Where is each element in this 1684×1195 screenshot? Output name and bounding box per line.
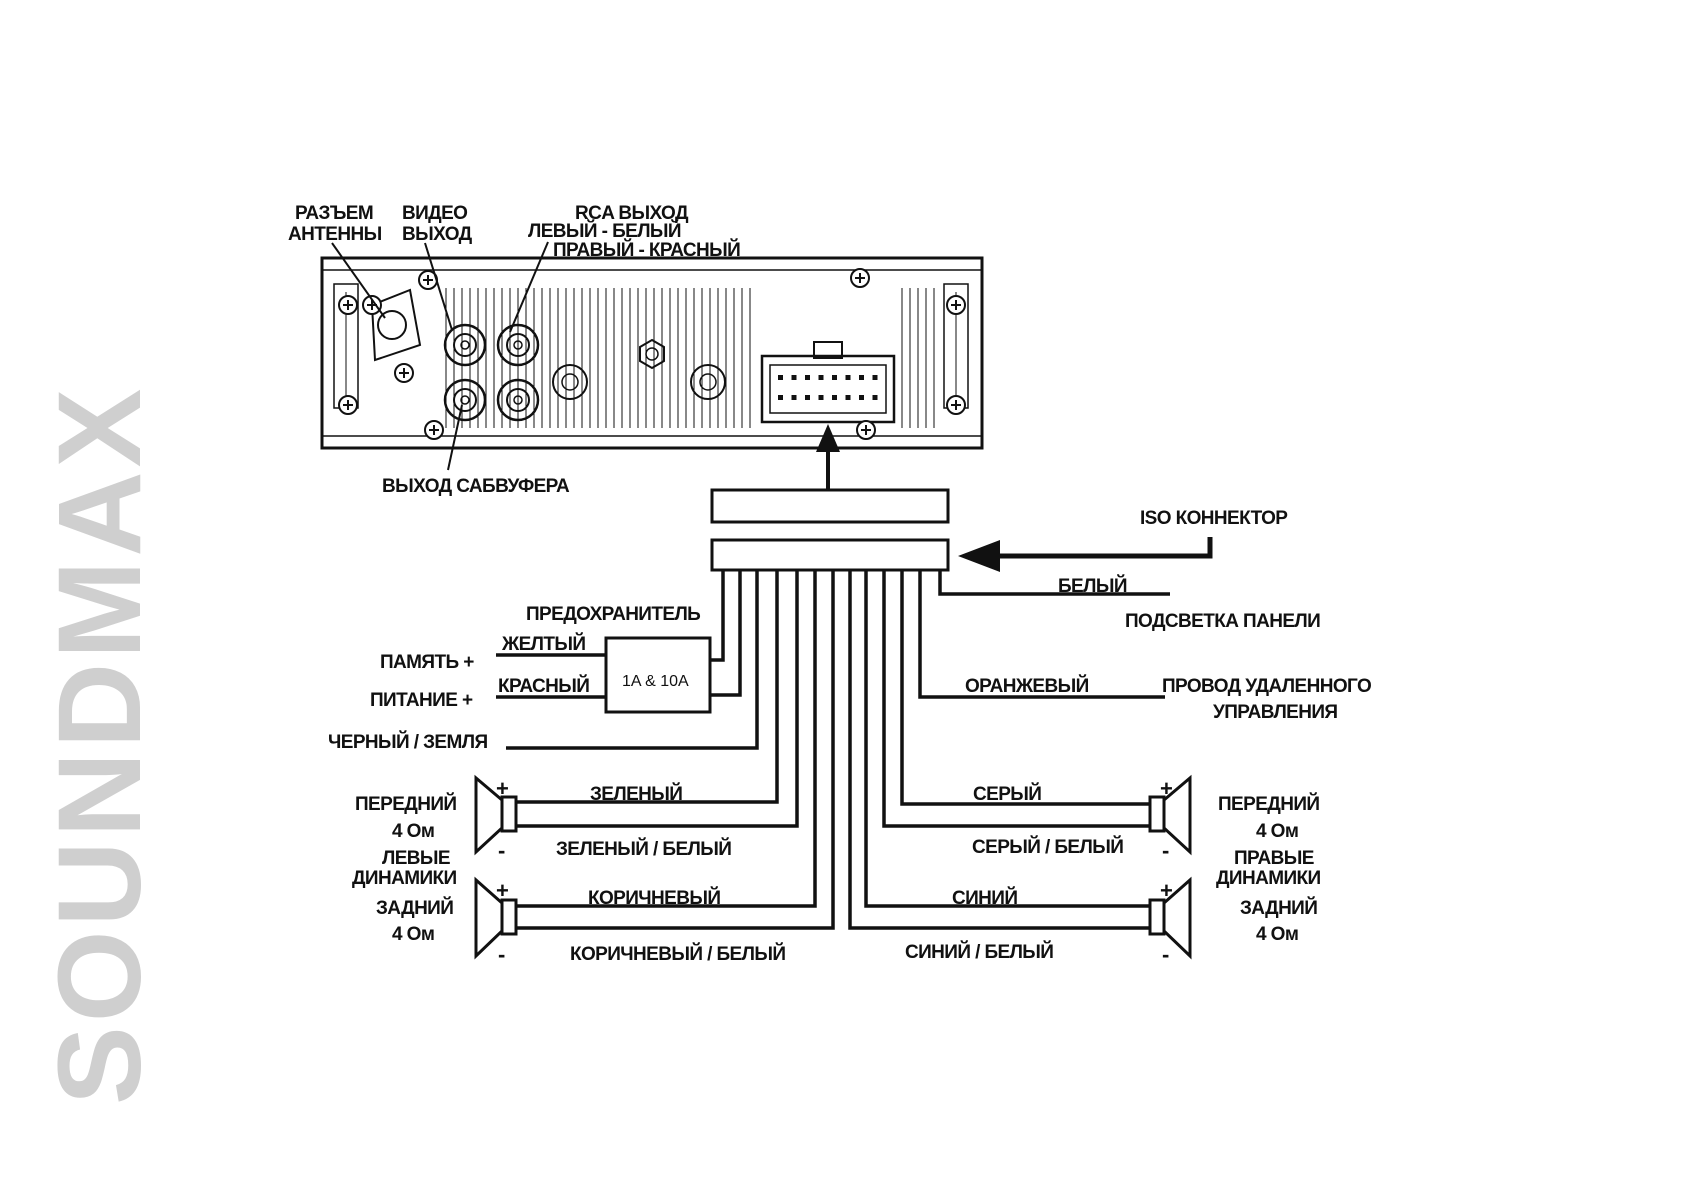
- sign-minus-lf: -: [498, 838, 505, 863]
- label-rca-3: ПРАВЫЙ - КРАСНЫЙ: [553, 239, 740, 261]
- iso-arrow: [958, 537, 1213, 572]
- iso-block-top: [710, 488, 950, 524]
- label-illumination: ПОДСВЕТКА ПАНЕЛИ: [1125, 611, 1320, 632]
- screw: [338, 395, 358, 415]
- sign-plus-lr: +: [496, 878, 509, 903]
- screw: [424, 420, 444, 440]
- speaker-right-rear: [1148, 876, 1192, 960]
- label-iso: ISO КОННЕКТОР: [1140, 508, 1288, 529]
- label-antenna-2: АНТЕННЫ: [288, 224, 382, 245]
- label-video-2: ВЫХОД: [402, 224, 473, 245]
- label-antenna-1: РАЗЪЕМ: [295, 203, 373, 224]
- label-remote-1: ПРОВОД УДАЛЕННОГО: [1162, 676, 1371, 697]
- label-subwoofer: ВЫХОД САБВУФЕРА: [382, 476, 570, 497]
- label-fuse-title: ПРЕДОХРАНИТЕЛЬ: [526, 604, 700, 625]
- panel-outline: [320, 256, 984, 450]
- label-video-1: ВИДЕО: [402, 203, 467, 224]
- label-rca-1: RCA ВЫХОД: [575, 203, 689, 224]
- fuse-box: [604, 636, 712, 714]
- speakers: [474, 774, 1192, 960]
- label-brown: КОРИЧНЕВЫЙ: [588, 887, 720, 909]
- sign-plus-rr: +: [1160, 878, 1173, 903]
- label-fuse-value: 1A & 10A: [622, 673, 689, 690]
- speaker-left-front: [474, 774, 518, 856]
- label-gray-white: СЕРЫЙ / БЕЛЫЙ: [972, 836, 1123, 858]
- wire-brown-white: [515, 570, 835, 930]
- label-power: ПИТАНИЕ +: [370, 690, 473, 711]
- subwoofer-jack: [443, 378, 487, 422]
- label-blue-white: СИНИЙ / БЕЛЫЙ: [905, 941, 1053, 963]
- speaker-right-front: [1148, 774, 1192, 856]
- wire-blue: [864, 570, 1150, 908]
- label-left-front-ohm: 4 Ом: [392, 821, 434, 842]
- screw: [394, 363, 414, 383]
- screw: [850, 268, 870, 288]
- label-brown-white: КОРИЧНЕВЫЙ / БЕЛЫЙ: [570, 943, 785, 965]
- wire-fuse-a: [710, 570, 725, 662]
- wire-blue-white: [848, 570, 1150, 930]
- label-right-rear-ohm: 4 Ом: [1256, 924, 1298, 945]
- label-pointers: [331, 241, 549, 471]
- speaker-left-rear: [474, 876, 518, 960]
- label-right-front: ПЕРЕДНИЙ: [1218, 793, 1319, 815]
- wire-illumination: [938, 570, 1170, 596]
- label-left-1: ЛЕВЫЕ: [382, 848, 450, 869]
- screw: [418, 270, 438, 290]
- label-blue: СИНИЙ: [952, 887, 1017, 909]
- sign-minus-rf: -: [1162, 838, 1169, 863]
- wire-black: [506, 570, 759, 750]
- screw: [856, 420, 876, 440]
- wire-orange: [918, 570, 1165, 699]
- label-right-rear: ЗАДНИЙ: [1240, 897, 1317, 919]
- head-unit-rear-panel: [320, 256, 984, 450]
- iso-socket: [760, 354, 896, 424]
- sign-plus-lf: +: [496, 776, 509, 801]
- label-left-2: ДИНАМИКИ: [352, 868, 457, 889]
- panel-screws: [338, 268, 966, 440]
- rca-jacks: [443, 323, 726, 422]
- sign-plus-rf: +: [1160, 776, 1173, 801]
- iso-block-bottom: [710, 538, 950, 572]
- arrow-up: [816, 424, 840, 490]
- label-right-2: ДИНАМИКИ: [1216, 868, 1321, 889]
- wire-green-white: [515, 570, 799, 828]
- antenna-socket: [370, 288, 422, 362]
- wire-green: [515, 570, 779, 804]
- wire-gray: [900, 570, 1150, 806]
- sign-minus-lr: -: [498, 942, 505, 967]
- screw: [338, 295, 358, 315]
- label-remote-2: УПРАВЛЕНИЯ: [1213, 702, 1338, 723]
- label-yellow: ЖЕЛТЫЙ: [501, 633, 585, 655]
- label-red: КРАСНЫЙ: [498, 675, 589, 697]
- label-left-rear-ohm: 4 Ом: [392, 924, 434, 945]
- label-black: ЧЕРНЫЙ / ЗЕМЛЯ: [328, 731, 488, 753]
- rca-left-jack: [496, 323, 540, 367]
- label-rca-2: ЛЕВЫЙ - БЕЛЫЙ: [528, 220, 681, 242]
- label-gray: СЕРЫЙ: [973, 783, 1041, 805]
- screw: [946, 295, 966, 315]
- label-green: ЗЕЛЕНЫЙ: [590, 783, 682, 805]
- label-right-front-ohm: 4 Ом: [1256, 821, 1298, 842]
- label-right-1: ПРАВЫЕ: [1234, 848, 1314, 869]
- rca-right-jack: [496, 378, 540, 422]
- wire-fuse-b: [710, 570, 742, 697]
- iso-pins: [778, 375, 878, 400]
- wire-brown: [515, 570, 817, 908]
- video-jack: [443, 323, 487, 367]
- label-memory: ПАМЯТЬ +: [380, 652, 474, 673]
- wires: [496, 570, 1170, 930]
- sign-minus-rr: -: [1162, 942, 1169, 967]
- iso-connector: [710, 488, 950, 572]
- label-left-rear: ЗАДНИЙ: [376, 897, 453, 919]
- label-white: БЕЛЫЙ: [1058, 575, 1127, 597]
- wire-gray-white: [882, 570, 1150, 828]
- screw: [946, 395, 966, 415]
- label-orange: ОРАНЖЕВЫЙ: [965, 675, 1089, 697]
- label-left-front: ПЕРЕДНИЙ: [355, 793, 456, 815]
- label-green-white: ЗЕЛЕНЫЙ / БЕЛЫЙ: [556, 838, 731, 860]
- brand-watermark: SOUNDMAX: [34, 385, 166, 1105]
